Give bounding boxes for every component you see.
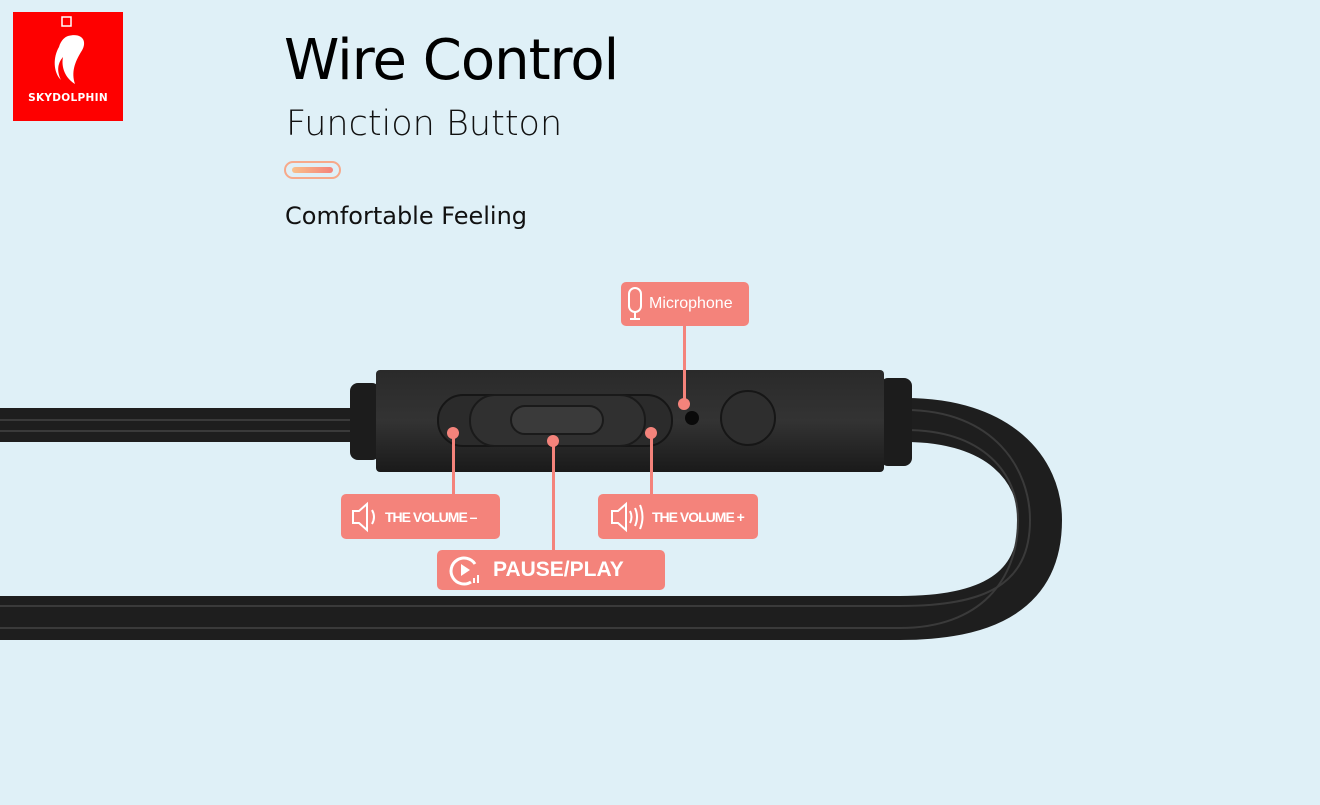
microphone-pointer-dot: [678, 398, 690, 410]
page-title: Wire Control: [284, 28, 619, 93]
volume-up-pointer: [650, 433, 653, 495]
microphone-icon: [628, 287, 642, 320]
decorative-pill: [284, 161, 341, 179]
speaker-high-icon: [611, 501, 644, 532]
pause-play-pointer: [552, 441, 555, 551]
callout-pause-play: PAUSE/PLAY: [437, 550, 665, 590]
volume-down-pointer-dot: [447, 427, 459, 439]
play-circle-icon: [449, 556, 479, 586]
speaker-low-icon: [352, 501, 375, 532]
volume-down-pointer: [452, 433, 455, 495]
tagline: Comfortable Feeling: [285, 202, 528, 230]
dolphin-icon: [54, 16, 85, 84]
volume-up-pointer-dot: [645, 427, 657, 439]
skydolphin-logo: SKYDOLPHIN: [13, 12, 123, 121]
microphone-hole: [685, 411, 699, 425]
microphone-pointer: [683, 326, 686, 404]
callout-volume-up-label: THE VOLUME +: [652, 508, 745, 525]
cable-left: [0, 408, 360, 442]
callout-volume-down: THE VOLUME –: [341, 494, 500, 539]
callout-volume-up: THE VOLUME +: [598, 494, 758, 539]
cable-loop: [0, 398, 1063, 640]
page-subtitle: Function Button: [286, 104, 563, 144]
callout-volume-down-label: THE VOLUME –: [385, 508, 477, 525]
callout-microphone: Microphone: [621, 282, 749, 326]
callout-microphone-label: Microphone: [649, 295, 733, 312]
brand-name: SKYDOLPHIN: [28, 92, 108, 104]
pause-play-pointer-dot: [547, 435, 559, 447]
callout-pause-play-label: PAUSE/PLAY: [493, 558, 624, 581]
play-button: [510, 405, 604, 435]
